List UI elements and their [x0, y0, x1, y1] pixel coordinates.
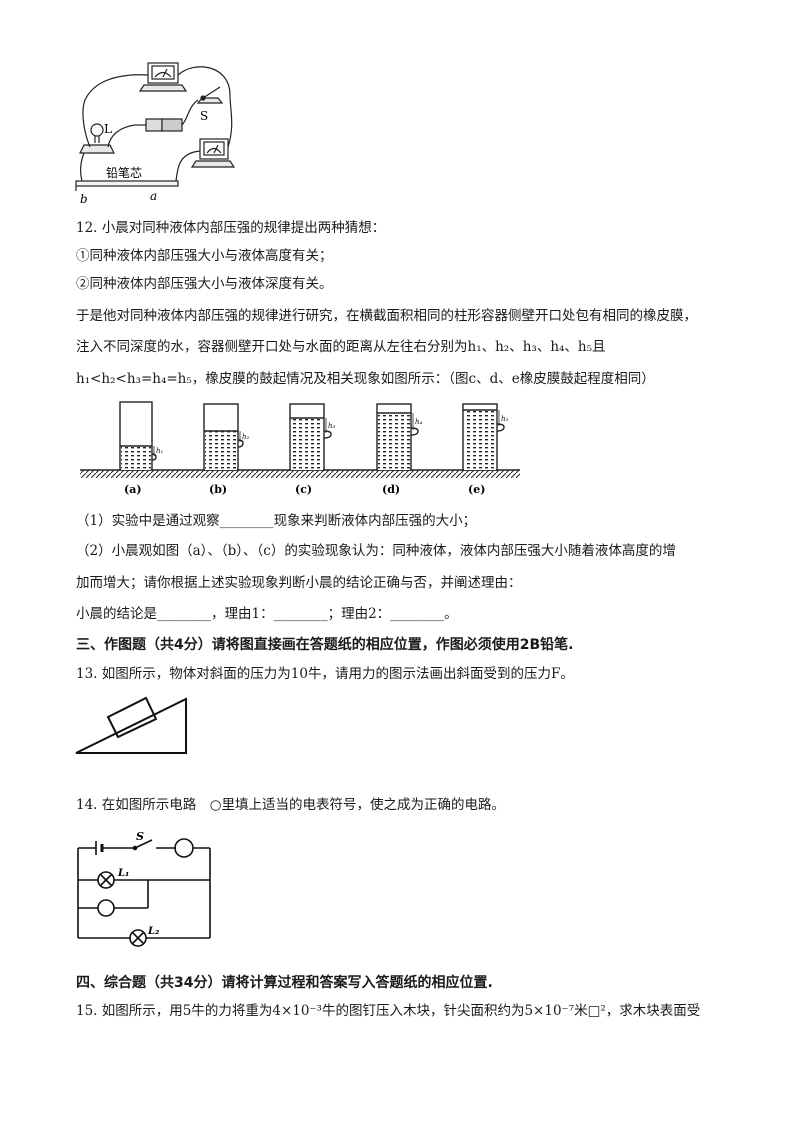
- svg-text:h₅: h₅: [501, 415, 509, 423]
- panel-label-a: (a): [124, 483, 142, 496]
- panel-label-c: (c): [295, 483, 312, 496]
- section3-heading: 三、作图题（共4分）请将图直接画在答题纸的相应位置，作图必须使用2B铅笔.: [76, 637, 574, 653]
- panel-label-d: (d): [382, 483, 400, 496]
- panel-label-b: (b): [209, 483, 227, 496]
- svg-text:h₂: h₂: [242, 433, 250, 441]
- end-a-label: a: [150, 189, 157, 203]
- q13-text: 13. 如图所示，物体对斜面的压力为10牛，请用力的图示法画出斜面受到的压力F。: [76, 666, 574, 682]
- meter-circuit-figure: S L₁ L₂: [77, 830, 211, 947]
- pencil-core-label: 铅笔芯: [106, 165, 142, 180]
- svg-text:h₄: h₄: [415, 418, 423, 426]
- q12-line4: 于是他对同种液体内部压强的规律进行研究，在横截面积相同的柱形容器侧壁开口处包有相…: [76, 308, 697, 324]
- q12-sub3: 小晨的结论是________，理由1：________；理由2：________…: [76, 606, 458, 622]
- pencil-core-circuit-figure: L S 铅笔芯 b a: [75, 62, 236, 205]
- q12-line5: 注入不同深度的水，容器侧壁开口处与水面的距离从左往右分别为h₁、h₂、h₃、h₄…: [76, 339, 606, 355]
- end-b-label: b: [80, 192, 88, 205]
- q15-text: 15. 如图所示，用5牛的力将重为4×10⁻³牛的图钉压入木块，针尖面积约为5×…: [76, 1003, 701, 1019]
- q12-sub2-line2: 加而增大；请你根据上述实验现象判断小晨的结论正确与否，并阐述理由：: [76, 575, 522, 591]
- incline-block-figure: [75, 696, 187, 754]
- lamp-label: L: [104, 122, 112, 136]
- lamp-l2-label: L₂: [147, 926, 160, 937]
- q12-sub1: （1）实验中是通过观察________现象来判断液体内部压强的大小；: [76, 513, 477, 529]
- lamp-l1-label: L₁: [117, 868, 129, 879]
- panel-label-e: (e): [468, 483, 485, 496]
- q14-text: 14. 在如图所示电路 ○里填上适当的电表符号，使之成为正确的电路。: [76, 797, 506, 813]
- q12-sub2-line1: （2）小晨观如图（a）、（b）、（c）的实验现象认为：同种液体，液体内部压强大小…: [76, 543, 676, 559]
- rubber-membrane-containers-figure: h₁ h₂ h₃ h₄ h₅ (a) (b) (c) (d) (e): [80, 401, 520, 496]
- q12-line3: ②同种液体内部压强大小与液体深度有关。: [76, 276, 333, 292]
- q12-line6: h₁<h₂<h₃=h₄=h₅，橡皮膜的鼓起情况及相关现象如图所示：（图c、d、e…: [76, 371, 655, 387]
- q12-line2: ①同种液体内部压强大小与液体高度有关；: [76, 248, 333, 264]
- switch-label: S: [200, 109, 208, 123]
- svg-text:h₃: h₃: [328, 422, 336, 430]
- q12-line1: 12. 小晨对同种液体内部压强的规律提出两种猜想：: [76, 220, 386, 236]
- switch-s-label: S: [136, 830, 144, 843]
- section4-heading: 四、综合题（共34分）请将计算过程和答案写入答题纸的相应位置.: [76, 975, 493, 991]
- svg-text:h₁: h₁: [156, 447, 164, 455]
